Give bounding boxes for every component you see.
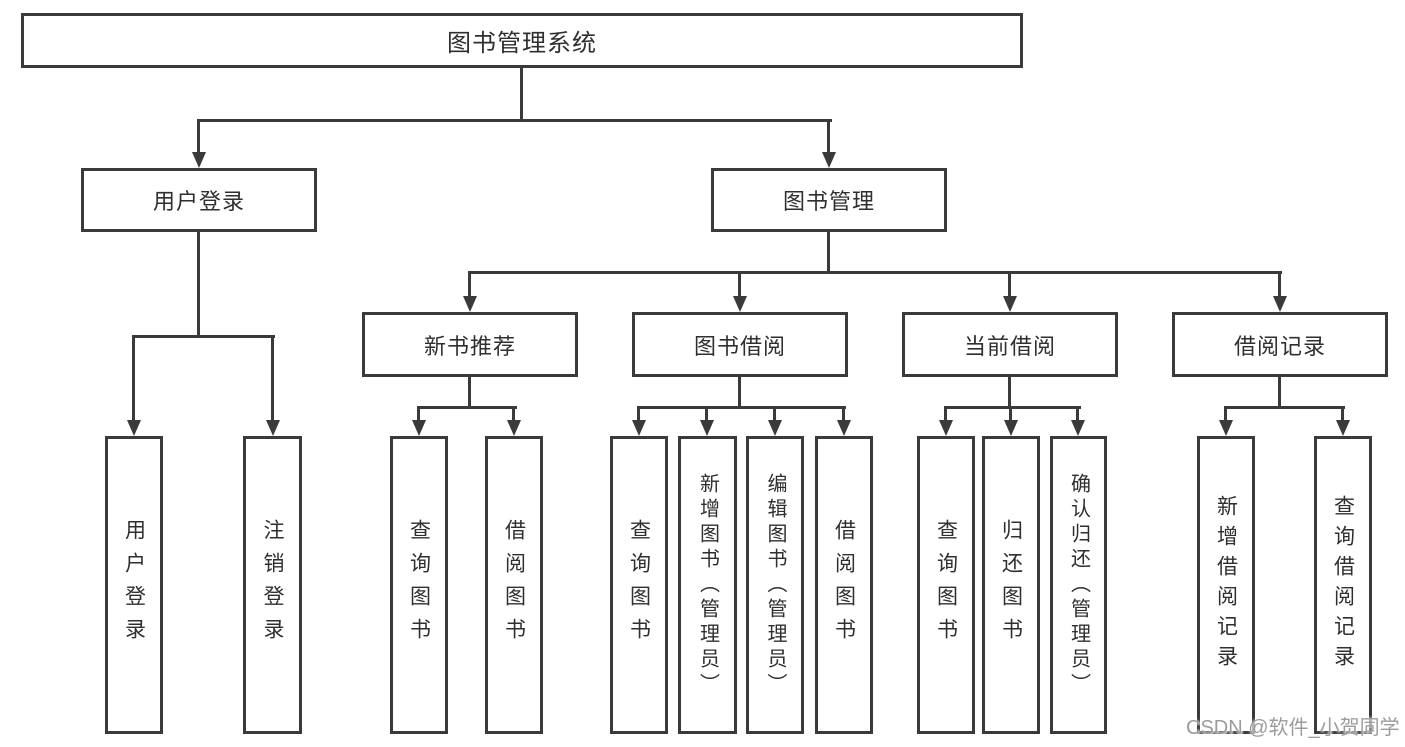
- node-book-management: 图书管理: [711, 168, 947, 232]
- connector-line: [1008, 377, 1011, 407]
- connector-line: [1009, 406, 1012, 421]
- node-label: 新增图书（管理员）: [696, 472, 719, 698]
- connector-line: [773, 406, 776, 421]
- connector-line: [1278, 377, 1281, 407]
- arrow-down-icon: [1219, 420, 1233, 436]
- node-label: 借阅图书: [502, 519, 526, 651]
- leaf-borrowing-query-books: 查询图书: [610, 436, 668, 734]
- node-label: 用户登录: [152, 189, 245, 214]
- connector-line: [637, 406, 640, 421]
- leaf-current-query-books: 查询图书: [917, 436, 975, 734]
- connector-line: [944, 406, 947, 421]
- connector-line: [1341, 406, 1344, 421]
- arrow-down-icon: [632, 420, 646, 436]
- connector-line: [944, 406, 1081, 409]
- connector-line: [468, 271, 471, 297]
- connector-line: [520, 68, 523, 122]
- arrow-down-icon: [1004, 420, 1018, 436]
- connector-line: [738, 377, 741, 407]
- arrow-down-icon: [939, 420, 953, 436]
- connector-line: [1008, 271, 1011, 297]
- arrow-down-icon: [1071, 420, 1085, 436]
- node-new-book-recommendation: 新书推荐: [362, 312, 578, 377]
- leaf-return-books: 归还图书: [982, 436, 1040, 734]
- leaf-add-books-admin: 新增图书（管理员）: [678, 436, 737, 734]
- arrow-down-icon: [1336, 420, 1350, 436]
- node-label: 查询图书: [627, 519, 651, 651]
- node-label: 注销登录: [261, 519, 284, 651]
- arrow-down-icon: [733, 296, 747, 312]
- node-label: 查询图书: [407, 519, 431, 651]
- node-label: 查询借阅记录: [1331, 495, 1355, 675]
- connector-line: [512, 406, 515, 421]
- node-label: 图书管理系统: [447, 30, 597, 57]
- connector-line: [637, 406, 846, 409]
- connector-line: [468, 377, 471, 407]
- node-current-borrowing: 当前借阅: [902, 312, 1118, 377]
- arrow-down-icon: [837, 420, 851, 436]
- node-label: 借阅图书: [832, 519, 856, 651]
- arrow-down-icon: [822, 152, 836, 168]
- leaf-logout: 注销登录: [243, 436, 302, 734]
- node-library-management-system: 图书管理系统: [21, 13, 1023, 68]
- connector-line: [842, 406, 845, 421]
- leaf-user-login: 用户登录: [105, 436, 163, 734]
- node-label: 新书推荐: [423, 333, 516, 359]
- arrow-down-icon: [1273, 296, 1287, 312]
- node-label: 用户登录: [122, 519, 146, 651]
- arrow-down-icon: [768, 420, 782, 436]
- connector-line: [705, 406, 708, 421]
- csdn-watermark: CSDN @软件_小贺同学: [1186, 717, 1400, 739]
- leaf-recommend-borrow-books: 借阅图书: [485, 436, 543, 734]
- connector-line: [827, 119, 830, 154]
- connector-line: [827, 232, 830, 272]
- arrow-down-icon: [463, 296, 477, 312]
- arrow-down-icon: [1003, 296, 1017, 312]
- arrow-down-icon: [412, 420, 426, 436]
- node-label: 归还图书: [999, 519, 1023, 651]
- connector-line: [132, 335, 135, 421]
- node-label: 图书管理: [782, 189, 875, 214]
- connector-line: [197, 119, 832, 122]
- connector-line: [468, 271, 1282, 274]
- leaf-edit-books-admin: 编辑图书（管理员）: [746, 436, 804, 734]
- connector-line: [132, 335, 275, 338]
- arrow-down-icon: [700, 420, 714, 436]
- leaf-borrowing-borrow-books: 借阅图书: [815, 436, 873, 734]
- arrow-down-icon: [127, 420, 141, 436]
- node-label: 查询图书: [934, 519, 958, 651]
- node-user-login: 用户登录: [81, 168, 317, 232]
- connector-line: [417, 406, 517, 409]
- arrow-down-icon: [266, 420, 280, 436]
- node-label: 借阅记录: [1233, 333, 1326, 359]
- node-label: 确认归还（管理员）: [1067, 472, 1090, 698]
- leaf-confirm-return-admin: 确认归还（管理员）: [1050, 436, 1107, 734]
- connector-line: [271, 335, 274, 421]
- connector-line: [197, 119, 200, 154]
- node-label: 编辑图书（管理员）: [764, 472, 786, 698]
- connector-line: [197, 232, 200, 336]
- connector-line: [1224, 406, 1345, 409]
- node-book-borrowing: 图书借阅: [632, 312, 848, 377]
- node-borrowing-records: 借阅记录: [1172, 312, 1388, 377]
- connector-line: [1278, 271, 1281, 297]
- arrow-down-icon: [192, 152, 206, 168]
- node-label: 当前借阅: [963, 333, 1056, 359]
- connector-line: [417, 406, 420, 421]
- connector-line: [738, 271, 741, 297]
- connector-line: [1224, 406, 1227, 421]
- node-label: 新增借阅记录: [1214, 495, 1238, 675]
- leaf-recommend-query-books: 查询图书: [390, 436, 448, 734]
- leaf-query-borrow-record: 查询借阅记录: [1314, 436, 1372, 734]
- leaf-add-borrow-record: 新增借阅记录: [1197, 436, 1255, 734]
- node-label: 图书借阅: [693, 333, 786, 359]
- connector-line: [1076, 406, 1079, 421]
- arrow-down-icon: [507, 420, 521, 436]
